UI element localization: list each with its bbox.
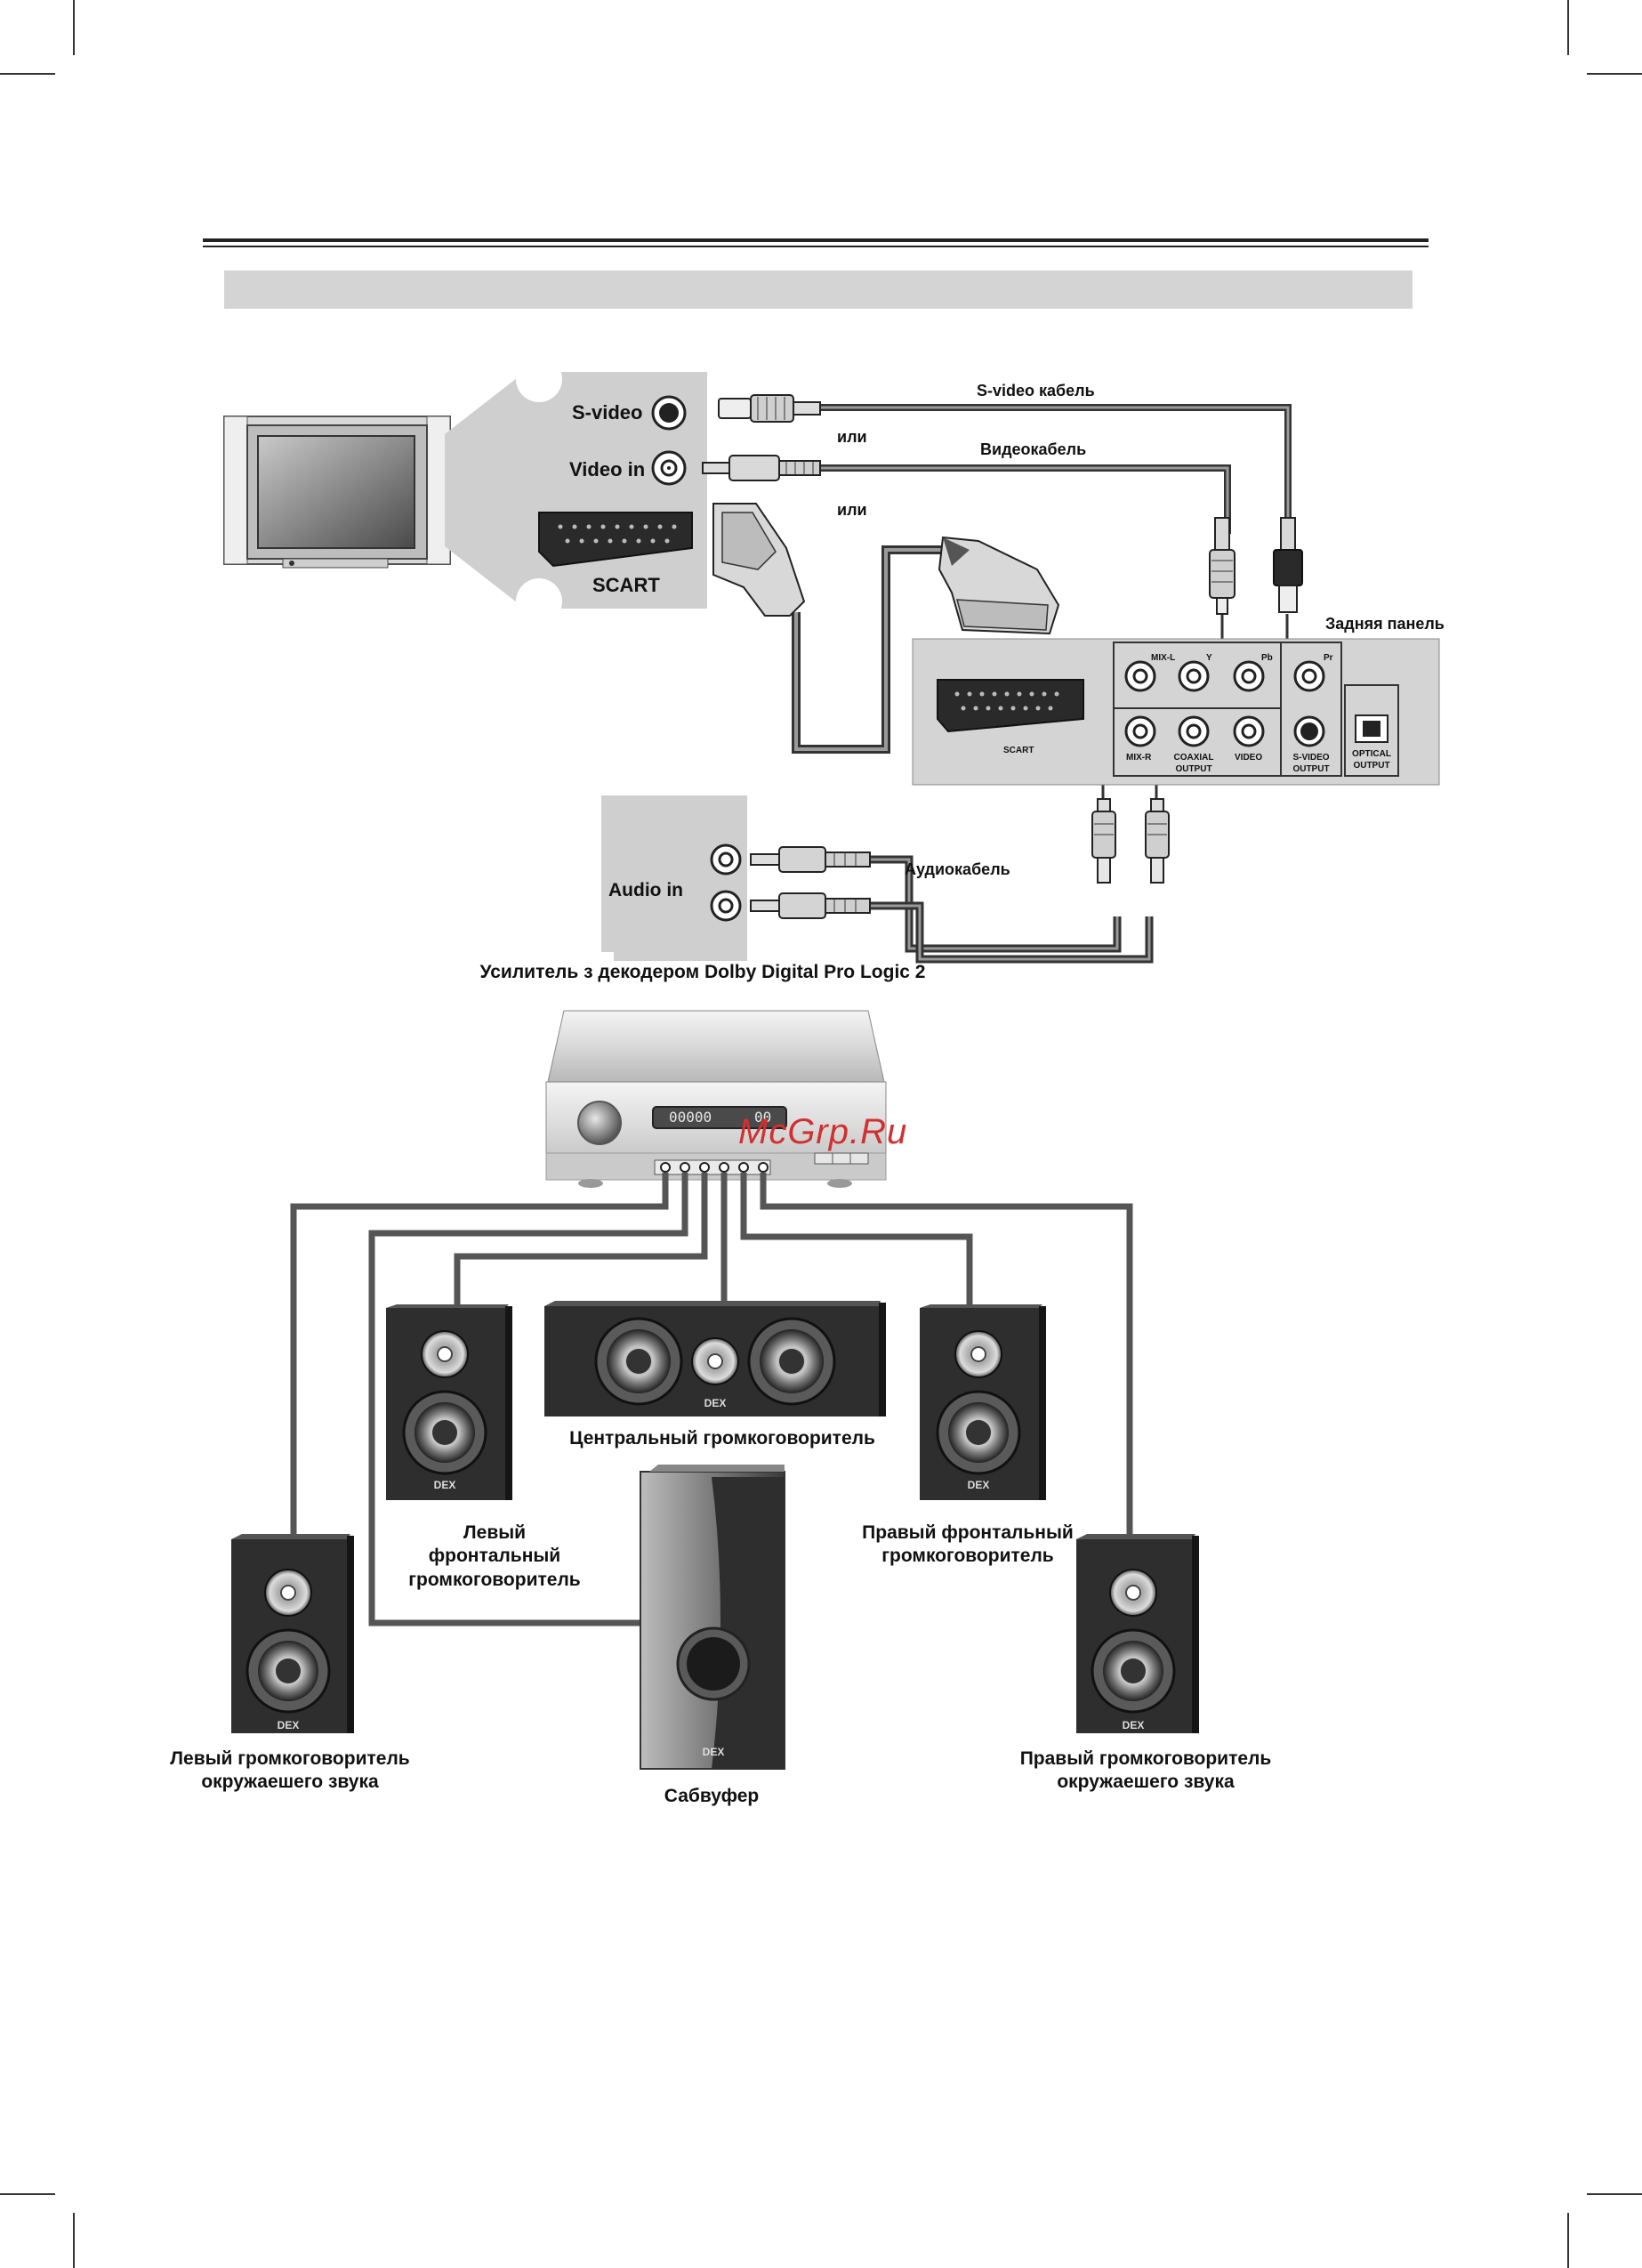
- front-right-label: Правый фронтальный громкоговоритель: [862, 1522, 1074, 1567]
- videoin-port-label: Video in: [569, 458, 646, 480]
- tv-connector-panel: [445, 356, 707, 625]
- amp-display-right: 00: [754, 1109, 772, 1126]
- surround-right-speaker: [1076, 1534, 1199, 1733]
- svideo-plug-left: [718, 394, 821, 423]
- or-label-1: или: [837, 428, 867, 446]
- surround-left-speaker: [231, 1534, 354, 1733]
- pb-label: Pb: [1261, 653, 1273, 663]
- front-left-label: Левый фронтальный громкоговоритель: [408, 1522, 581, 1590]
- dvd-rear-panel: [912, 638, 1440, 786]
- audio-plugs-dvd: [1091, 798, 1170, 884]
- mix-r-label: MIX-R: [1126, 753, 1152, 763]
- y-label: Y: [1206, 653, 1212, 663]
- scart-plug-tv: [712, 503, 806, 617]
- front-right-speaker: [920, 1304, 1046, 1500]
- subwoofer-label: Сабвуфер: [664, 1786, 760, 1806]
- surround-right-label: Правый громкоговоритель окружаешего звук…: [1019, 1748, 1272, 1793]
- amplifier-title: Усилитель з декодером Dolby Digital Pro …: [479, 962, 926, 982]
- brand-surround-right: DEX: [1122, 1719, 1145, 1731]
- dvd-scart-label: SCART: [1003, 746, 1034, 755]
- svideo-port-label: S-video: [572, 401, 643, 424]
- mix-l-label: MIX-L: [1151, 653, 1176, 663]
- amp-display-left: 00000: [669, 1109, 712, 1126]
- pr-label: Pr: [1324, 653, 1333, 663]
- audio-plugs-amp: [750, 846, 871, 919]
- coaxial-output-label: COAXIAL OUTPUT: [1173, 753, 1214, 774]
- front-left-speaker: [386, 1304, 512, 1500]
- brand-front-left: DEX: [433, 1479, 456, 1491]
- video-plug-dvd: [1209, 517, 1236, 615]
- audio-cable-label: Аудиокабель: [905, 860, 1010, 878]
- optical-output-label: OPTICAL OUTPUT: [1352, 749, 1391, 771]
- video-plug-left: [702, 455, 821, 481]
- brand-surround-left: DEX: [277, 1719, 300, 1731]
- center-speaker-label: Центральный громкоговоритель: [569, 1428, 875, 1449]
- brand-subwoofer: DEX: [702, 1746, 725, 1758]
- brand-center: DEX: [704, 1397, 727, 1409]
- audio-in-label: Audio in: [608, 880, 683, 900]
- speaker-cables: [290, 1173, 1133, 1626]
- subwoofer: [640, 1465, 785, 1770]
- svideo-output-label: S-VIDEO OUTPUT: [1292, 753, 1330, 774]
- tv: [223, 416, 451, 569]
- surround-left-label: Левый громкоговоритель окружаешего звука: [170, 1748, 410, 1793]
- cables: [792, 404, 1292, 964]
- video-cable-label: Видеокабель: [980, 440, 1087, 458]
- svideo-cable-label: S-video кабель: [977, 382, 1095, 400]
- scart-port-label: SCART: [592, 574, 660, 596]
- brand-front-right: DEX: [967, 1479, 990, 1491]
- amplifier: [545, 1010, 887, 1188]
- center-speaker: [544, 1301, 886, 1416]
- video-out-label: VIDEO: [1235, 753, 1263, 763]
- amp-input-panel: [601, 795, 747, 961]
- header-rule: [203, 238, 1429, 309]
- svideo-plug-dvd: [1273, 517, 1303, 613]
- rear-panel-title: Задняя панель: [1325, 615, 1445, 633]
- scart-plug-dvd: [938, 536, 1060, 635]
- or-label-2: или: [837, 501, 867, 519]
- watermark: McGrp.Ru: [738, 1112, 908, 1151]
